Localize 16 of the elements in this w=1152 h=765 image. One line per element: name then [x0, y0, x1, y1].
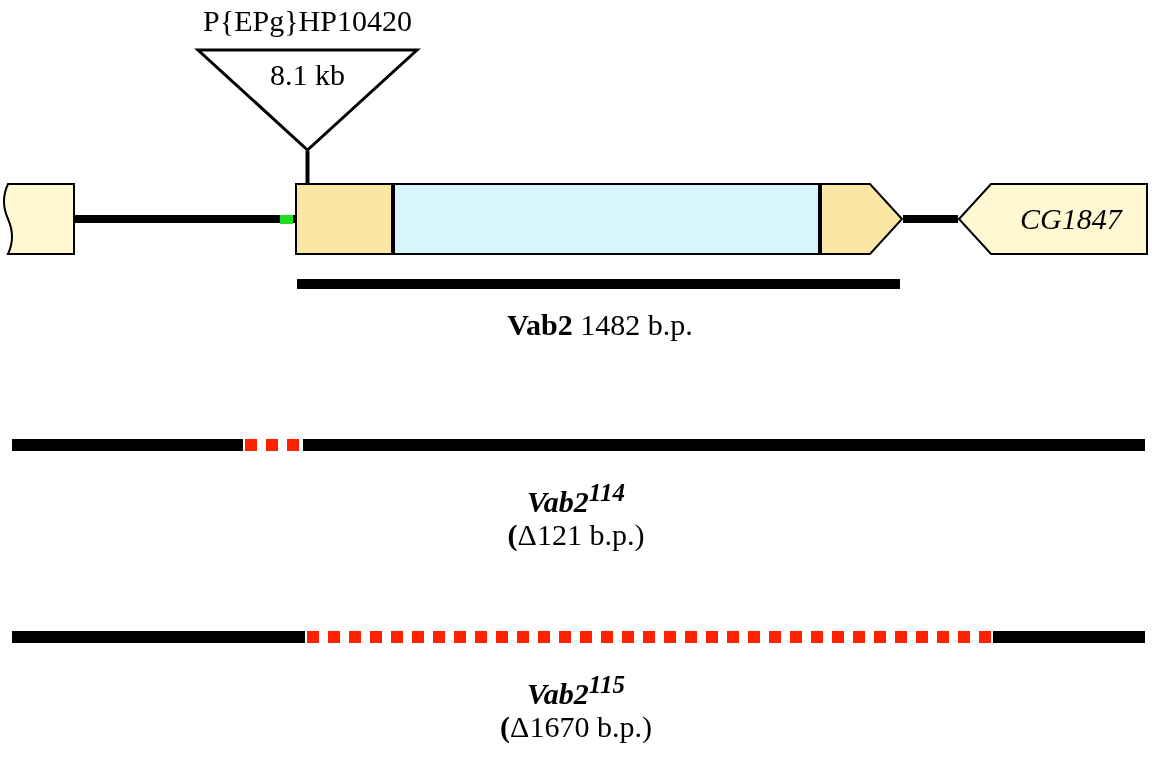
neighbor-gene-arrow: [958, 183, 1148, 255]
insertion-stem-line: [305, 151, 310, 183]
utr-exon-arrow: [820, 183, 903, 255]
intron-line: [903, 215, 958, 223]
allele-name: Vab2$^{115}$: [527, 670, 625, 711]
allele-name: Vab2$^{114}$: [527, 478, 625, 519]
insertion-name: P{EPg}HP10420: [203, 4, 412, 38]
gene-length-label: Vab2 1482 b.p.: [507, 308, 693, 342]
insertion-size: 8.1 kb: [270, 58, 345, 92]
coding-exon-box: [393, 183, 820, 255]
deletion-size: (Δ1670 b.p.): [500, 710, 652, 744]
utr-exon-box: [295, 183, 393, 255]
deletion-size: (Δ121 b.p.): [507, 518, 645, 552]
gene-name: CG1847: [1020, 202, 1122, 236]
intron-line: [75, 215, 295, 223]
exon-box: [6, 183, 75, 255]
